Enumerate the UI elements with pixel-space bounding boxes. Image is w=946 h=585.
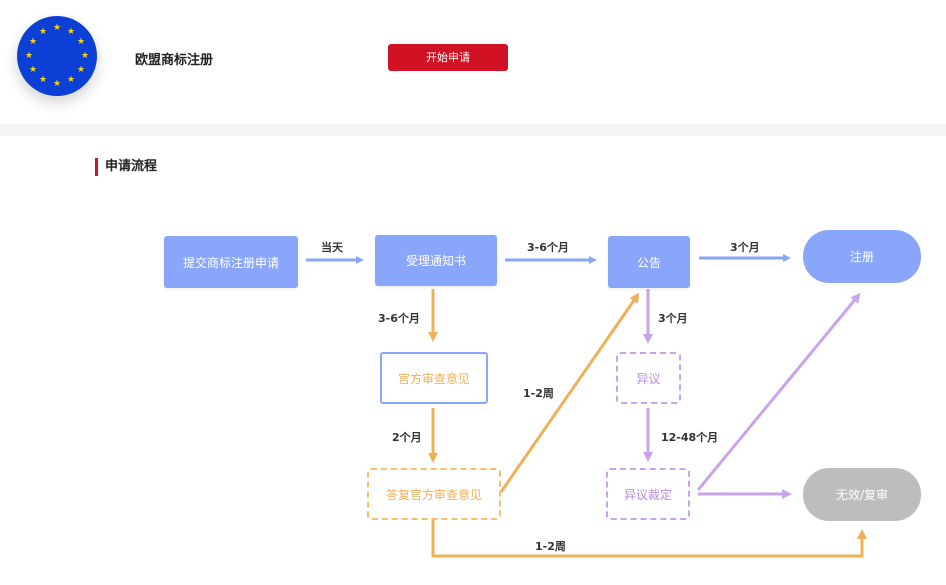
star-icon: ★ [76, 65, 86, 75]
star-icon: ★ [28, 65, 38, 75]
label-1-2-weeks-diagonal: 1-2周 [523, 387, 554, 400]
node-receipt-notice: 受理通知书 [375, 235, 497, 286]
star-icon: ★ [52, 23, 62, 33]
eu-flag-icon: ★ ★ ★ ★ ★ ★ ★ ★ ★ ★ ★ ★ [17, 16, 97, 96]
label-1-2-weeks-bottom: 1-2周 [535, 540, 566, 553]
star-icon: ★ [80, 51, 90, 61]
label-12-48-months: 12-48个月 [661, 431, 719, 444]
section-divider [0, 124, 946, 136]
arrow-response-to-publication [499, 292, 640, 493]
node-registration: 注册 [803, 230, 921, 283]
label-3-6-months-top: 3-6个月 [527, 241, 569, 254]
star-icon: ★ [66, 75, 76, 85]
section-title: 申请流程 [95, 158, 157, 176]
arrow-ruling-to-registration [696, 292, 861, 491]
star-icon: ★ [66, 27, 76, 37]
node-opposition-ruling: 异议裁定 [606, 468, 690, 520]
arrow-response-to-invalid-review [431, 520, 867, 558]
star-icon: ★ [24, 51, 34, 61]
node-opposition: 异议 [616, 352, 681, 404]
node-submit-application: 提交商标注册申请 [164, 236, 298, 288]
node-office-action: 官方审查意见 [380, 352, 488, 404]
star-icon: ★ [38, 75, 48, 85]
label-3-months-top: 3个月 [730, 241, 760, 254]
label-same-day: 当天 [321, 241, 343, 254]
star-icon: ★ [28, 37, 38, 47]
node-invalid-review: 无效/复审 [803, 468, 921, 521]
star-icon: ★ [38, 27, 48, 37]
label-3-months-right: 3个月 [658, 312, 688, 325]
page-title: 欧盟商标注册 [135, 53, 214, 68]
label-2-months: 2个月 [392, 431, 422, 444]
node-publication: 公告 [608, 236, 690, 288]
label-3-6-months-left: 3-6个月 [378, 312, 420, 325]
page-header: ★ ★ ★ ★ ★ ★ ★ ★ ★ ★ ★ ★ 欧盟商标注册 开始申请 [0, 0, 946, 124]
star-icon: ★ [52, 79, 62, 89]
star-icon: ★ [76, 37, 86, 47]
node-office-action-response: 答复官方审查意见 [367, 468, 501, 520]
start-application-button[interactable]: 开始申请 [388, 44, 508, 71]
